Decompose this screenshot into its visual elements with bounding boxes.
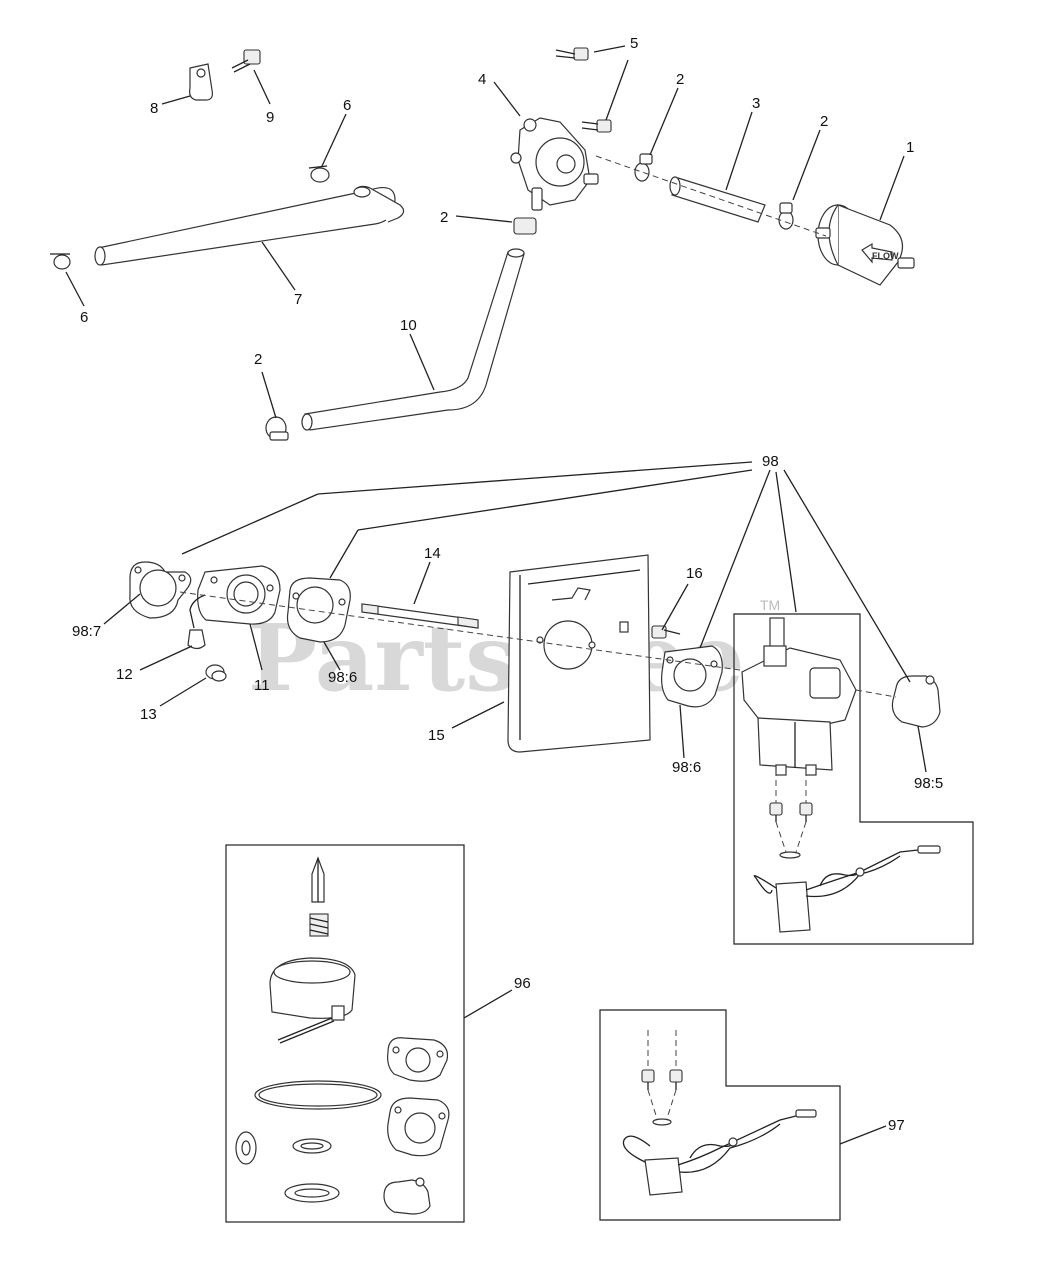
callout-10: 10 bbox=[400, 317, 417, 334]
part-15-heat-shield bbox=[507, 554, 651, 753]
callout-5: 5 bbox=[630, 35, 638, 52]
callout-2-d: 2 bbox=[254, 351, 262, 368]
kit-97-box bbox=[599, 1009, 841, 1221]
part-2-clamp-b bbox=[778, 202, 794, 230]
callout-2-c: 2 bbox=[440, 209, 448, 226]
part-14-stud bbox=[361, 603, 479, 629]
callout-6-a: 6 bbox=[343, 97, 351, 114]
kit-97-contents bbox=[622, 1030, 817, 1196]
callout-labels: 1 2 2 2 2 3 4 5 6 6 7 8 9 10 11 12 13 14… bbox=[72, 35, 943, 1134]
part-13-clamp bbox=[205, 664, 227, 682]
part-5-screw-b bbox=[581, 119, 612, 133]
part-7-hose bbox=[94, 185, 405, 266]
part-98-7-gasket bbox=[129, 561, 192, 619]
callout-9: 9 bbox=[266, 109, 274, 126]
part-9-screw bbox=[231, 49, 261, 73]
part-4-fuel-pump bbox=[510, 117, 599, 211]
callout-8: 8 bbox=[150, 100, 158, 117]
part-10-hose bbox=[301, 248, 525, 431]
part-98-5-gasket bbox=[891, 675, 941, 728]
callout-2-b: 2 bbox=[820, 113, 828, 130]
leader-lines bbox=[65, 45, 927, 1145]
filter-flow-label: FLOW bbox=[872, 251, 899, 261]
part-5-screw-a bbox=[555, 47, 589, 61]
callout-97: 97 bbox=[888, 1117, 905, 1134]
part-11-spacer bbox=[189, 565, 281, 629]
callout-1: 1 bbox=[906, 139, 914, 156]
part-2-clamp-a bbox=[634, 153, 653, 182]
part-1-fuel-filter: FLOW bbox=[815, 204, 915, 286]
part-8-clip bbox=[189, 63, 213, 101]
callout-98-7: 98:7 bbox=[72, 623, 101, 640]
part-6-clamp-b bbox=[50, 253, 71, 270]
callout-14: 14 bbox=[424, 545, 441, 562]
callout-96: 96 bbox=[514, 975, 531, 992]
callout-3: 3 bbox=[752, 95, 760, 112]
carburetor-box bbox=[733, 613, 974, 945]
callout-98-6-b: 98:6 bbox=[672, 759, 701, 776]
callout-2-a: 2 bbox=[676, 71, 684, 88]
callout-15: 15 bbox=[428, 727, 445, 744]
callout-98-5: 98:5 bbox=[914, 775, 943, 792]
part-2-clamp-c bbox=[513, 217, 537, 235]
callout-7: 7 bbox=[294, 291, 302, 308]
carb-box-screws bbox=[769, 770, 813, 853]
part-2-clamp-d bbox=[265, 416, 289, 441]
callout-12: 12 bbox=[116, 666, 133, 683]
callout-98: 98 bbox=[762, 453, 779, 470]
callout-98-6-a: 98:6 bbox=[328, 669, 357, 686]
callout-11: 11 bbox=[254, 677, 270, 694]
carb-box-solenoid bbox=[753, 845, 941, 933]
callout-13: 13 bbox=[140, 706, 157, 723]
callout-16: 16 bbox=[686, 565, 703, 582]
part-12-cap bbox=[187, 629, 206, 650]
callout-6-b: 6 bbox=[80, 309, 88, 326]
part-6-clamp-a bbox=[308, 165, 330, 183]
part-98-6-gasket-b bbox=[661, 645, 723, 708]
part-98-6-gasket-a bbox=[286, 577, 351, 643]
part-98-carburetor bbox=[741, 617, 857, 776]
callout-4: 4 bbox=[478, 71, 486, 88]
part-3-hose bbox=[669, 176, 766, 223]
watermark-tm: TM bbox=[760, 597, 780, 613]
kit-96-contents bbox=[235, 856, 450, 1215]
kit-96-box bbox=[225, 844, 465, 1223]
